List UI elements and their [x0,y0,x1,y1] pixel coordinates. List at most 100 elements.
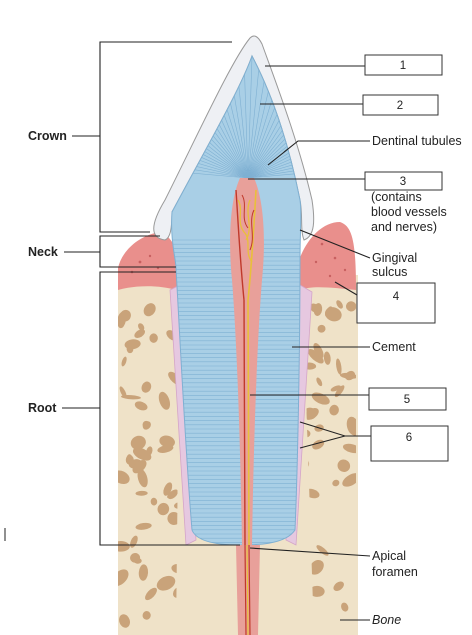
svg-text:6: 6 [406,432,412,444]
bone-marrow-space [341,602,349,612]
dentinal-tubule-line [247,121,301,179]
bone-marrow-space [342,443,356,454]
bone-marrow-space [137,469,148,488]
dentinal-tubule-line [247,147,301,179]
bone-marrow-space [141,381,152,393]
bone-marrow-space [134,401,148,411]
bone-marrow-space [130,435,146,450]
gingiva [118,222,356,290]
bone-marrow-space [159,435,175,448]
bone-marrow-space [121,356,127,367]
svg-text:2: 2 [397,100,403,112]
svg-text:4: 4 [393,291,400,303]
bone-marrow-space [120,394,141,400]
answer-box-6[interactable]: 6 [370,425,449,462]
pulp-note-line2: blood vessels [371,205,447,219]
pulp-note-line3: and nerves) [371,220,437,234]
leader-tubules [267,140,370,166]
dentinal-tubule-line [247,138,301,179]
bone-marrow-space [345,370,356,381]
bone-marrow-space [313,303,323,316]
answer-box-2[interactable]: 2 [362,94,439,116]
bone-marrow-space [143,303,156,317]
bone-marrow-space [329,404,339,416]
bone-marrow-space [167,511,181,525]
bone-marrow-space [316,377,323,387]
bone-marrow-space [307,348,324,364]
apical-foramen-label-line1: Apical [372,549,406,563]
bone-marrow-space [336,358,342,375]
leader-gingival [299,229,371,259]
bone-marrow-space [159,576,168,585]
bone-marrow-space [158,391,171,410]
bone-marrow-space [317,324,326,333]
cement-label: Cement [372,340,416,354]
svg-text:3: 3 [400,176,406,188]
bone-marrow-space [334,385,345,398]
svg-text:5: 5 [404,394,410,406]
bone-marrow-space [167,489,178,499]
bone-marrow-space [118,311,127,329]
dentinal-tubule-line [247,89,301,179]
bone-marrow-space [157,502,170,516]
gingival-sulcus-label-line1: Gingival [372,251,417,265]
leader-6 [299,421,371,449]
gingival-sulcus-label-line2: sulcus [372,265,407,279]
bone-marrow-space [118,470,130,485]
apical-foramen-label-line2: foramen [372,565,418,579]
bone-marrow-space [135,522,152,530]
dentinal-tubule-line [247,104,301,179]
bone-marrow-space [135,490,148,496]
neck-label: Neck [28,245,58,259]
bracket-crown [72,41,232,233]
bone-marrow-space [126,344,134,354]
pulp-note-line1: (contains [371,190,422,204]
bone-marrow-space [145,446,153,457]
bone-marrow-space [332,479,340,487]
dentinal-tubule-line [247,156,301,179]
bone-label: Bone [372,613,401,627]
bone-marrow-space [309,585,325,597]
bone-marrow-space [118,541,130,552]
bone-marrow-space [138,564,149,581]
bone-marrow-space [119,614,131,628]
bone-marrow-space [163,482,173,496]
bone-marrow-space [149,333,158,343]
bone-marrow-space [330,385,341,392]
answer-box-3[interactable]: 3 [364,171,443,191]
bone-marrow-space [323,351,331,365]
pulp-cavity [230,178,264,546]
leader-4 [334,281,358,296]
dentinal-tubule-line [247,97,301,179]
bone-marrow-space [130,553,141,563]
bone-marrow-space [138,323,145,331]
bone-marrow-space [309,559,324,575]
answer-box-4[interactable]: 4 [356,282,436,324]
bone-marrow-space [336,300,343,309]
bone-marrow-space [145,587,157,601]
svg-text:1: 1 [400,60,406,72]
dentinal-tubule-line [247,129,301,179]
bone-marrow-space [345,301,356,312]
dentinal-tubules-label: Dentinal tubules [372,134,462,148]
bone-marrow-space [324,307,342,322]
bone-marrow-space [333,581,344,592]
dentinal-tubule-line [247,112,301,179]
bone-marrow-space [134,329,145,339]
dentinal-tubule-line [247,165,301,179]
bone-marrow-space [346,416,356,436]
dentinal-tubule-line [247,56,253,179]
bone-marrow-space [118,569,129,587]
bone-marrow-space [150,497,158,506]
answer-box-5[interactable]: 5 [368,387,447,411]
answer-box-1[interactable]: 1 [364,54,443,76]
leader-apical [249,547,371,557]
bone-marrow-space [304,407,319,420]
bracket-neck [64,235,176,268]
bone-marrow-space [132,460,147,474]
bone-marrow-space [337,459,351,472]
bone-marrow-space [142,611,151,620]
bone-marrow-space [342,473,356,487]
crown-label: Crown [28,129,67,143]
